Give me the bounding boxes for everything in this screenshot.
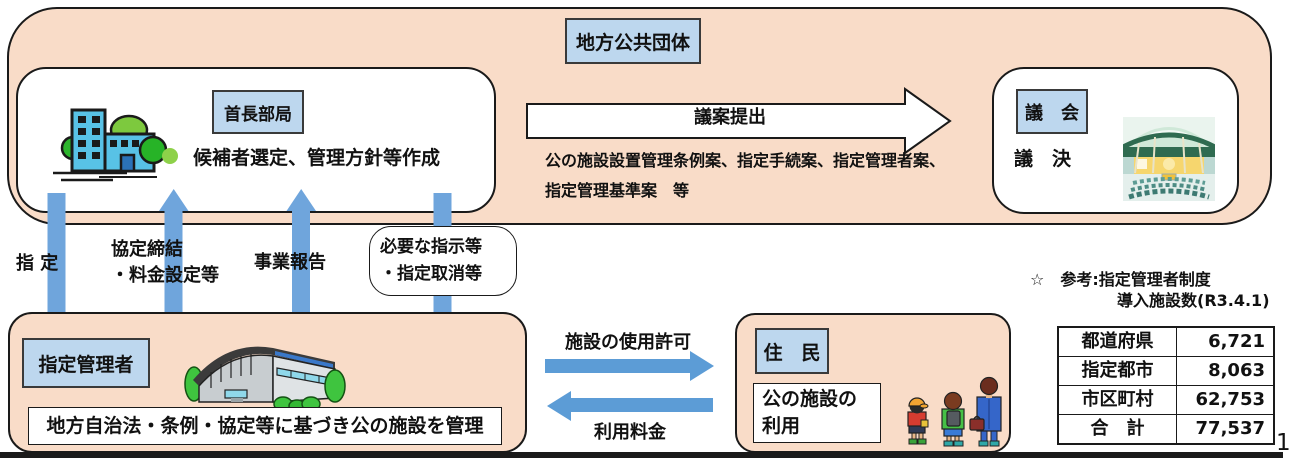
table-row-value: 6,721 (1208, 331, 1265, 352)
residents-usage-box: 公の施設の 利用 (753, 383, 881, 443)
assembly-label-text: 議 会 (1025, 102, 1079, 124)
table-row-label: 指定都市 (1059, 357, 1177, 385)
flow-agreement-line1: 協定締結 (111, 239, 183, 260)
manager-description-box: 地方自治法・条例・協定等に基づき公の施設を管理 (28, 407, 502, 445)
flow-designation-label: 指 定 (16, 253, 59, 274)
chief-department-label-text: 首長部局 (224, 104, 292, 125)
manager-description-text: 地方自治法・条例・協定等に基づき公の施設を管理 (46, 414, 484, 437)
flow-business-report-label: 事業報告 (254, 252, 326, 273)
flow-instruction-line2: ・指定取消等 (380, 264, 482, 284)
flow-instruction-box: 必要な指示等 ・指定取消等 (369, 226, 517, 296)
proposal-detail-line2: 指定管理基準案 等 (545, 181, 690, 200)
permission-label: 施設の使用許可 (565, 332, 691, 353)
table-row-value: 77,537 (1195, 418, 1265, 439)
table-row-label: 合 計 (1059, 415, 1177, 443)
table-row: 合 計 77,537 (1059, 415, 1273, 443)
table-row: 指定都市 8,063 (1059, 357, 1273, 386)
bottom-rule (0, 452, 1283, 458)
residents-label-text: 住 民 (763, 341, 821, 364)
chief-department-task: 候補者選定、管理方針等作成 (193, 147, 441, 169)
designated-manager-label: 指定管理者 (22, 338, 150, 388)
residents-people-icon (907, 376, 1002, 447)
reference-line1: ☆ 参考:指定管理者制度 (1030, 270, 1211, 289)
proposal-arrow (526, 87, 952, 155)
fee-label: 利用料金 (594, 422, 666, 443)
table-row-value: 62,753 (1195, 389, 1265, 410)
table-row-label: 市区町村 (1059, 386, 1177, 414)
residents-label: 住 民 (755, 328, 829, 374)
reference-line2: 導入施設数(R3.4.1) (1117, 291, 1270, 310)
assembly-hall-icon (1123, 117, 1215, 201)
page-number: 1 (1276, 430, 1291, 456)
local-government-title-text: 地方公共団体 (575, 31, 690, 54)
proposal-detail-line1: 公の施設設置管理条例案、指定手続案、指定管理者案、 (545, 151, 946, 170)
table-row: 市区町村 62,753 (1059, 386, 1273, 415)
reference-table: 都道府県 6,721 指定都市 8,063 市区町村 62,753 合 計 77… (1057, 326, 1275, 445)
residents-usage-line1: 公の施設の (762, 388, 858, 410)
flow-agreement-line2: ・料金設定等 (111, 265, 219, 286)
flow-agreement-label: 協定締結 ・料金設定等 (111, 237, 219, 289)
residents-usage-line2: 利用 (762, 415, 801, 437)
local-government-title: 地方公共団体 (565, 18, 701, 64)
table-row-value: 8,063 (1208, 360, 1265, 381)
city-hall-icon (53, 108, 178, 182)
exchange-arrows (545, 351, 714, 421)
designated-manager-label-text: 指定管理者 (38, 353, 134, 376)
table-row: 都道府県 6,721 (1059, 328, 1273, 357)
assembly-action: 議 決 (1014, 148, 1072, 170)
table-row-label: 都道府県 (1059, 328, 1177, 356)
assembly-label: 議 会 (1016, 89, 1088, 134)
flow-instruction-line1: 必要な指示等 (380, 237, 482, 257)
gymnasium-icon (184, 346, 346, 413)
chief-department-label: 首長部局 (212, 90, 304, 134)
proposal-arrow-label: 議案提出 (694, 107, 766, 128)
